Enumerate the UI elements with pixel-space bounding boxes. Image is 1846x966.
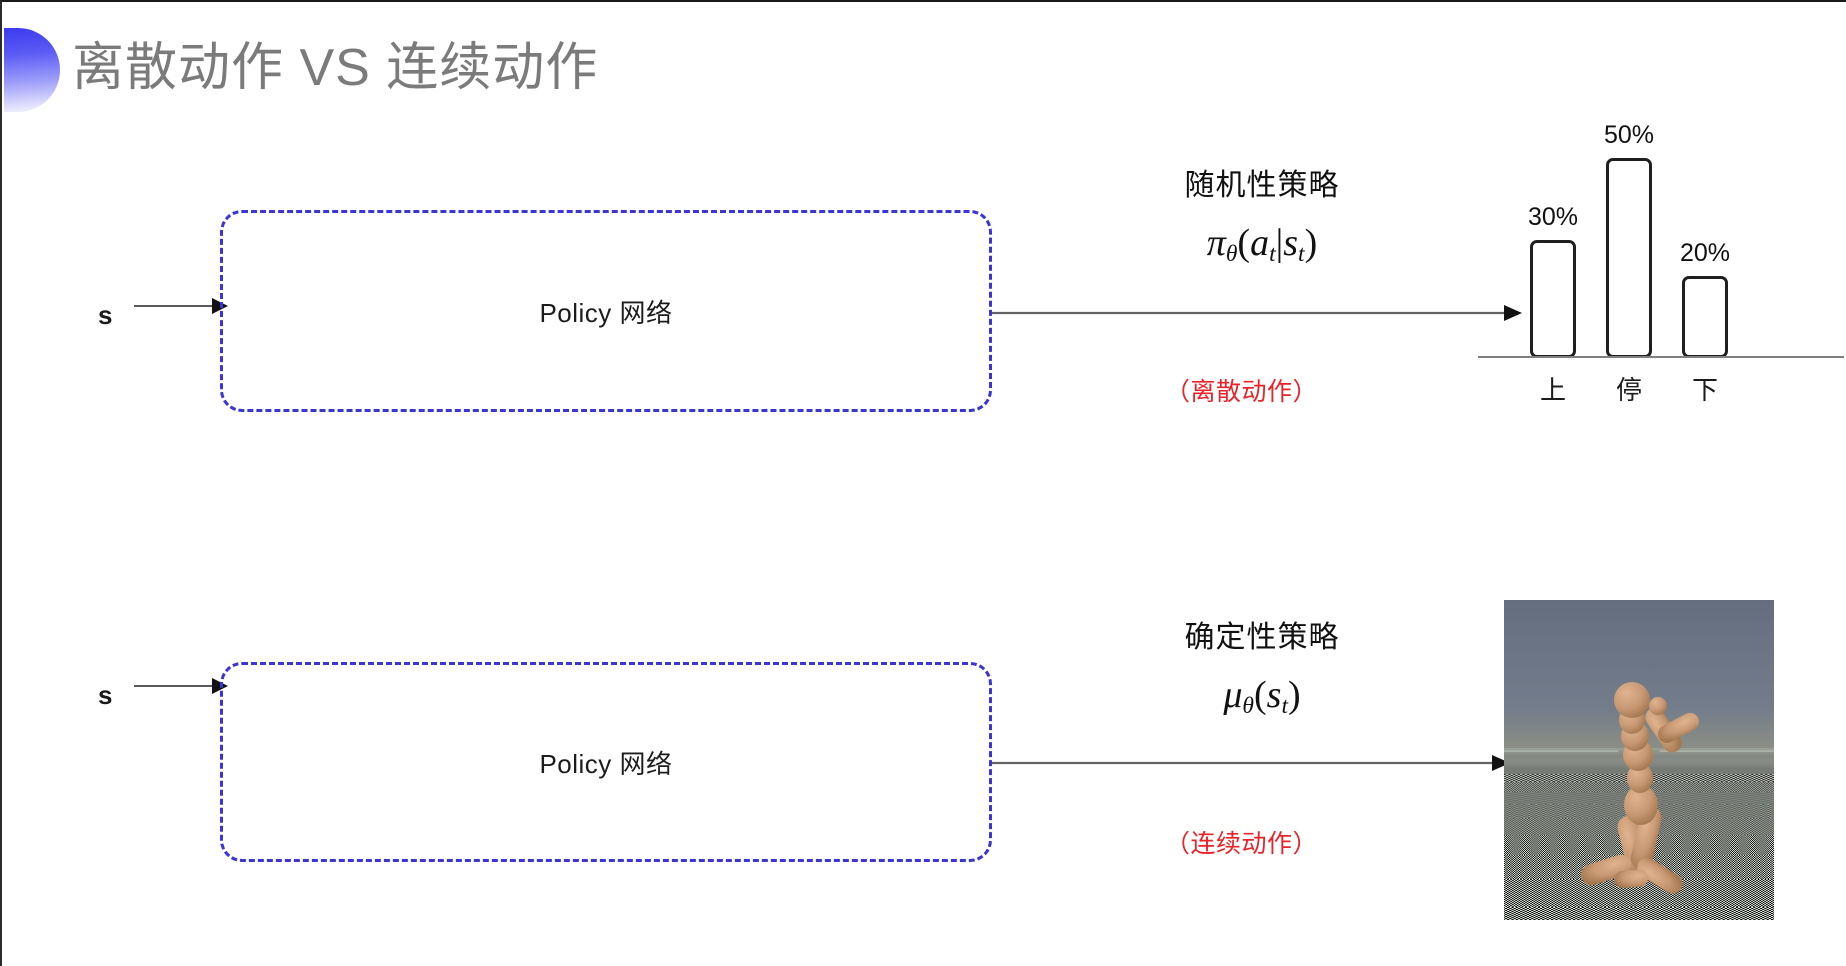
state-label-discrete: s [98,300,113,330]
chart-baseline-axis [1478,356,1844,358]
annotation-title-discrete: 随机性策略 [1184,169,1340,202]
input-arrow-discrete [134,298,228,314]
input-arrow-continuous [134,678,228,694]
bar-rect [1530,240,1576,358]
bar-rect [1682,276,1728,358]
state-label-continuous: s [98,680,113,710]
formula-deterministic-policy: μθ(st) [1223,674,1301,719]
output-arrow-discrete [992,305,1522,321]
bar-value-label: 50% [1603,121,1655,149]
policy-network-label: Policy 网络 [539,297,673,328]
note-continuous-action: （连续动作） [1165,830,1319,858]
bar-rect [1606,158,1652,358]
output-arrow-continuous [992,755,1510,771]
page-title: 离散动作 VS 连续动作 [72,39,599,97]
formula-stochastic-policy: πθ(at|st) [1206,222,1318,267]
policy-network-label: Policy 网络 [539,748,673,779]
bar-group: 20% 下 [1680,239,1730,405]
bar-group: 50% 停 [1604,121,1654,405]
annotation-continuous: 确定性策略 μθ(st) [1112,614,1412,739]
bar-value-label: 20% [1679,239,1731,267]
bar-group: 30% 上 [1528,203,1578,405]
humanoid-simulation-image [1504,600,1774,920]
note-discrete-action: （离散动作） [1165,378,1319,406]
bar-value-label: 30% [1527,203,1579,231]
bar-category-label: 下 [1691,375,1718,405]
half-circle-gradient-icon [4,28,60,112]
mujoco-humanoid-render [1504,600,1774,920]
bar-category-label: 停 [1615,375,1642,405]
annotation-title-continuous: 确定性策略 [1184,621,1340,654]
policy-network-box-discrete[interactable]: Policy 网络 [220,210,992,412]
action-probability-bar-chart: 30% 上 50% 停 20% 下 [1478,98,1844,414]
annotation-discrete: 随机性策略 πθ(at|st) [1112,162,1412,287]
policy-network-box-continuous[interactable]: Policy 网络 [220,662,992,862]
bar-category-label: 上 [1539,375,1566,405]
